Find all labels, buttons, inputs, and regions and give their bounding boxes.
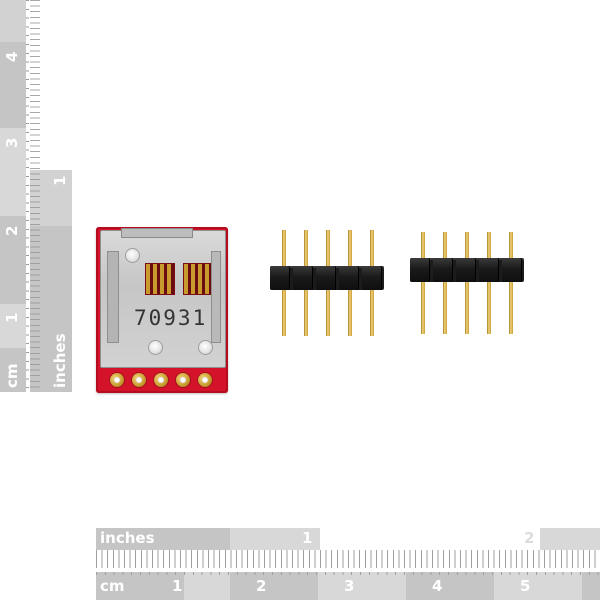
ruler-left-cm-unit-label: cm — [3, 363, 21, 388]
ruler-bottom-cm-tick-5: 5 — [520, 577, 531, 595]
pin-header-right — [408, 232, 528, 336]
ruler-left-cm-tick-2: 2 — [3, 225, 21, 236]
header-right-pin-3 — [465, 232, 469, 334]
ruler-bottom-cm-tick-2: 2 — [256, 577, 267, 595]
ruler-bottom-cm-tick-1: 1 — [172, 577, 183, 595]
header-right-pin-2 — [443, 232, 447, 334]
ruler-left-inches-ticks-upper — [30, 0, 40, 170]
ruler-left-cm-ticks — [26, 0, 29, 392]
ruler-left-inches-unit-label: inches — [51, 333, 69, 389]
ruler-left-cm: 4 3 2 1 cm — [0, 0, 26, 392]
ruler-bottom-cm-tick-4: 4 — [432, 577, 443, 595]
header-right-pin-4 — [487, 232, 491, 334]
header-right-pin-1 — [421, 232, 425, 334]
board-pad-4 — [176, 373, 190, 387]
header-left-housing — [270, 266, 384, 290]
ruler-bottom-inches-tick-2: 2 — [524, 529, 535, 547]
ruler-bottom-cm: cm 1 2 3 4 5 — [96, 572, 600, 600]
ruler-bottom-inches-unit-label: inches — [100, 529, 155, 547]
pin-header-left — [268, 230, 390, 340]
board-pad-5 — [198, 373, 212, 387]
ruler-left-inches-tick-1: 1 — [51, 175, 69, 186]
socket-rivet-top — [125, 248, 140, 263]
ruler-left-cm-tick-1: 1 — [3, 312, 21, 323]
ruler-bottom-cm-unit-label: cm — [100, 577, 125, 595]
ruler-bottom-inches-tick-1: 1 — [302, 529, 313, 547]
board-pad-1 — [110, 373, 124, 387]
board-pad-2 — [132, 373, 146, 387]
ruler-bottom-cm-tick-3: 3 — [344, 577, 355, 595]
ruler-left-cm-tick-3: 3 — [3, 137, 21, 148]
socket-rivet-bottom-left — [148, 340, 163, 355]
ruler-bottom-inches: inches 1 2 — [96, 528, 600, 568]
socket-rivet-bottom-right — [198, 340, 213, 355]
contact-window-left — [145, 263, 175, 295]
header-right-pin-5 — [509, 232, 513, 334]
board-pad-3 — [154, 373, 168, 387]
socket-serial-number: 70931 — [134, 306, 208, 330]
ruler-left-cm-tick-4: 4 — [3, 51, 21, 62]
header-right-housing — [410, 258, 524, 282]
contact-window-right — [183, 263, 215, 295]
